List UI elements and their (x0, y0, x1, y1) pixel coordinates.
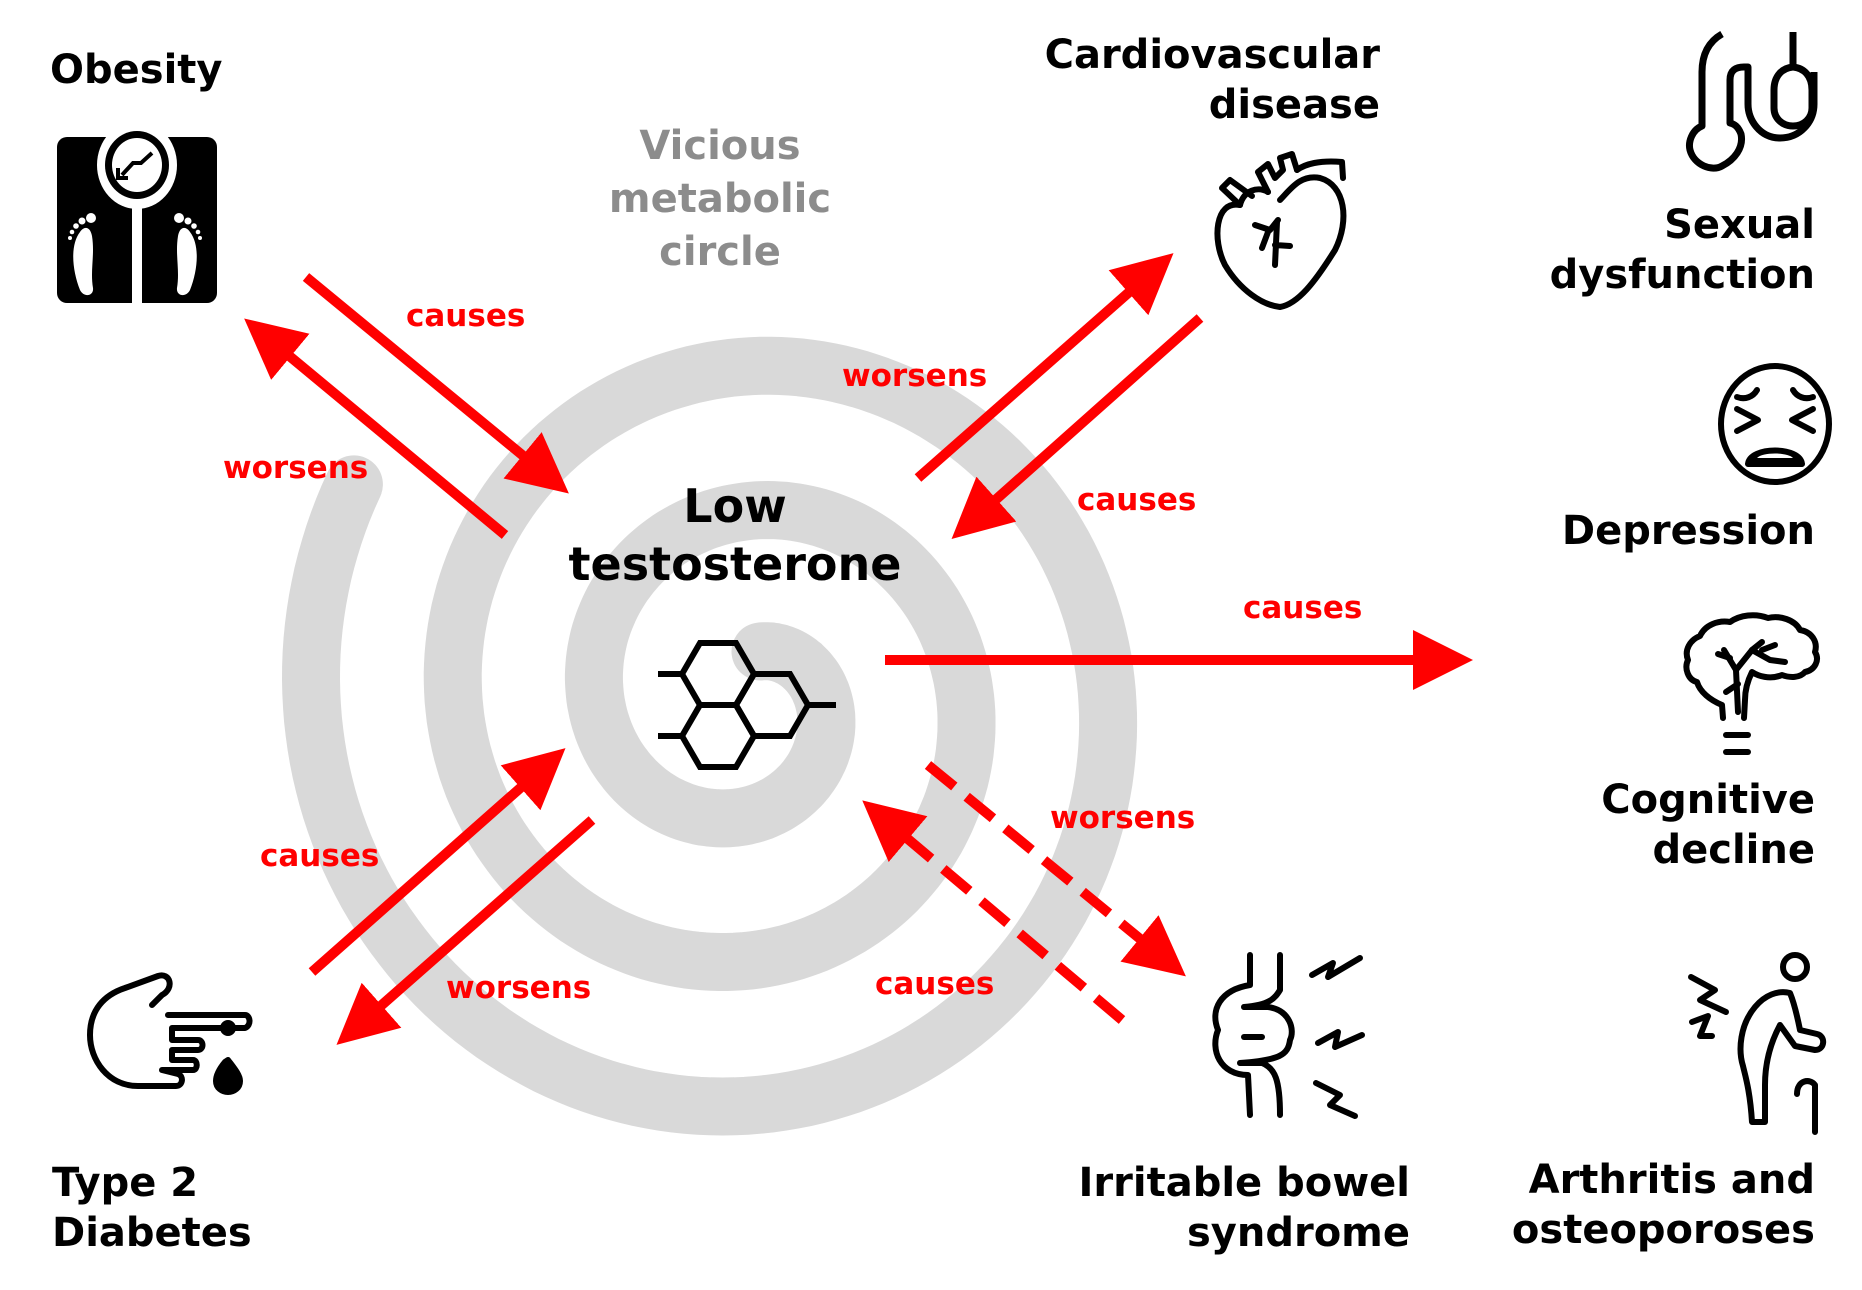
ibs-text-line-2: syndrome (1186, 1210, 1410, 1256)
arrow-obesity-worsens (244, 318, 509, 539)
center-title-line-2: testosterone (568, 536, 902, 591)
arthritis-text-line-1: Arthritis and (1528, 1157, 1815, 1203)
brain-icon (1683, 612, 1820, 755)
depression-text: Depression (1561, 508, 1815, 554)
center-title: Low testosterone (560, 478, 910, 593)
scale-icon (57, 121, 217, 303)
relation-label-diabetes-causes: causes (260, 838, 380, 874)
ibs-text-line-1: Irritable bowel (1078, 1160, 1410, 1206)
arrow-obesity-causes (302, 273, 569, 494)
spiral-label-line-1: Vicious (639, 123, 801, 169)
relation-label-diabetes-worsens: worsens (446, 970, 592, 1006)
heart-icon (1214, 151, 1347, 310)
node-diabetes-label: Type 2 Diabetes (52, 1158, 252, 1258)
elderly-cane-icon (1688, 952, 1827, 1135)
node-depression-label: Depression (1480, 506, 1815, 556)
obesity-text: Obesity (50, 47, 223, 93)
relation-label-ibs-causes: causes (875, 966, 995, 1002)
sexual-organ-icon (1686, 30, 1818, 172)
spiral-label-line-2: metabolic (608, 176, 832, 223)
node-sexual-label: Sexual dysfunction (1480, 200, 1815, 300)
node-cardiovascular-label: Cardiovascular disease (1020, 30, 1380, 130)
node-obesity-label: Obesity (50, 45, 222, 95)
cardiovascular-text-line-1: Cardiovascular (1044, 32, 1380, 78)
sexual-text-line-2: dysfunction (1549, 252, 1815, 298)
relation-label-obesity-causes: causes (406, 298, 526, 334)
spiral-label: Vicious metabolic circle (600, 120, 840, 280)
finger-blood-drop-icon (87, 972, 253, 1095)
relation-label-ibs-worsens: worsens (1050, 800, 1196, 836)
arthritis-text-line-2: osteoporoses (1511, 1207, 1815, 1253)
relation-arrows (244, 253, 1474, 1045)
node-arthritis-label: Arthritis and osteoporoses (1440, 1155, 1815, 1255)
diabetes-text-line-1: Type 2 (52, 1160, 199, 1206)
relation-label-obesity-worsens: worsens (223, 450, 369, 486)
arrow-cardio-causes (951, 314, 1204, 539)
diabetes-text-line-2: Diabetes (52, 1210, 252, 1256)
arrow-ibs-worsens (924, 761, 1186, 977)
intestine-icon (1212, 952, 1365, 1119)
node-cognitive-label: Cognitive decline (1480, 775, 1815, 875)
cognitive-text-line-1: Cognitive (1601, 777, 1815, 823)
sexual-text-line-1: Sexual (1664, 202, 1815, 248)
spiral-path (281, 336, 1138, 1136)
relation-label-cardio-worsens: worsens (842, 358, 988, 394)
arrow-ibs-causes (862, 800, 1126, 1024)
arrow-diabetes-worsens (336, 816, 596, 1045)
cardiovascular-text-line-2: disease (1208, 82, 1380, 128)
center-title-line-1: Low (683, 479, 787, 533)
node-ibs-label: Irritable bowel syndrome (1040, 1158, 1410, 1258)
steroid-molecule-icon (658, 640, 836, 770)
arrow-diabetes-causes (308, 748, 566, 976)
arrow-cardio-worsens (914, 253, 1174, 482)
distressed-face-icon (1718, 363, 1832, 485)
vicious-circle-spiral (281, 336, 1138, 1136)
spiral-label-line-3: circle (659, 229, 781, 276)
relation-label-cardio-causes: causes (1077, 482, 1197, 518)
relation-label-outcomes-causes: causes (1243, 590, 1363, 626)
cognitive-text-line-2: decline (1652, 827, 1816, 873)
